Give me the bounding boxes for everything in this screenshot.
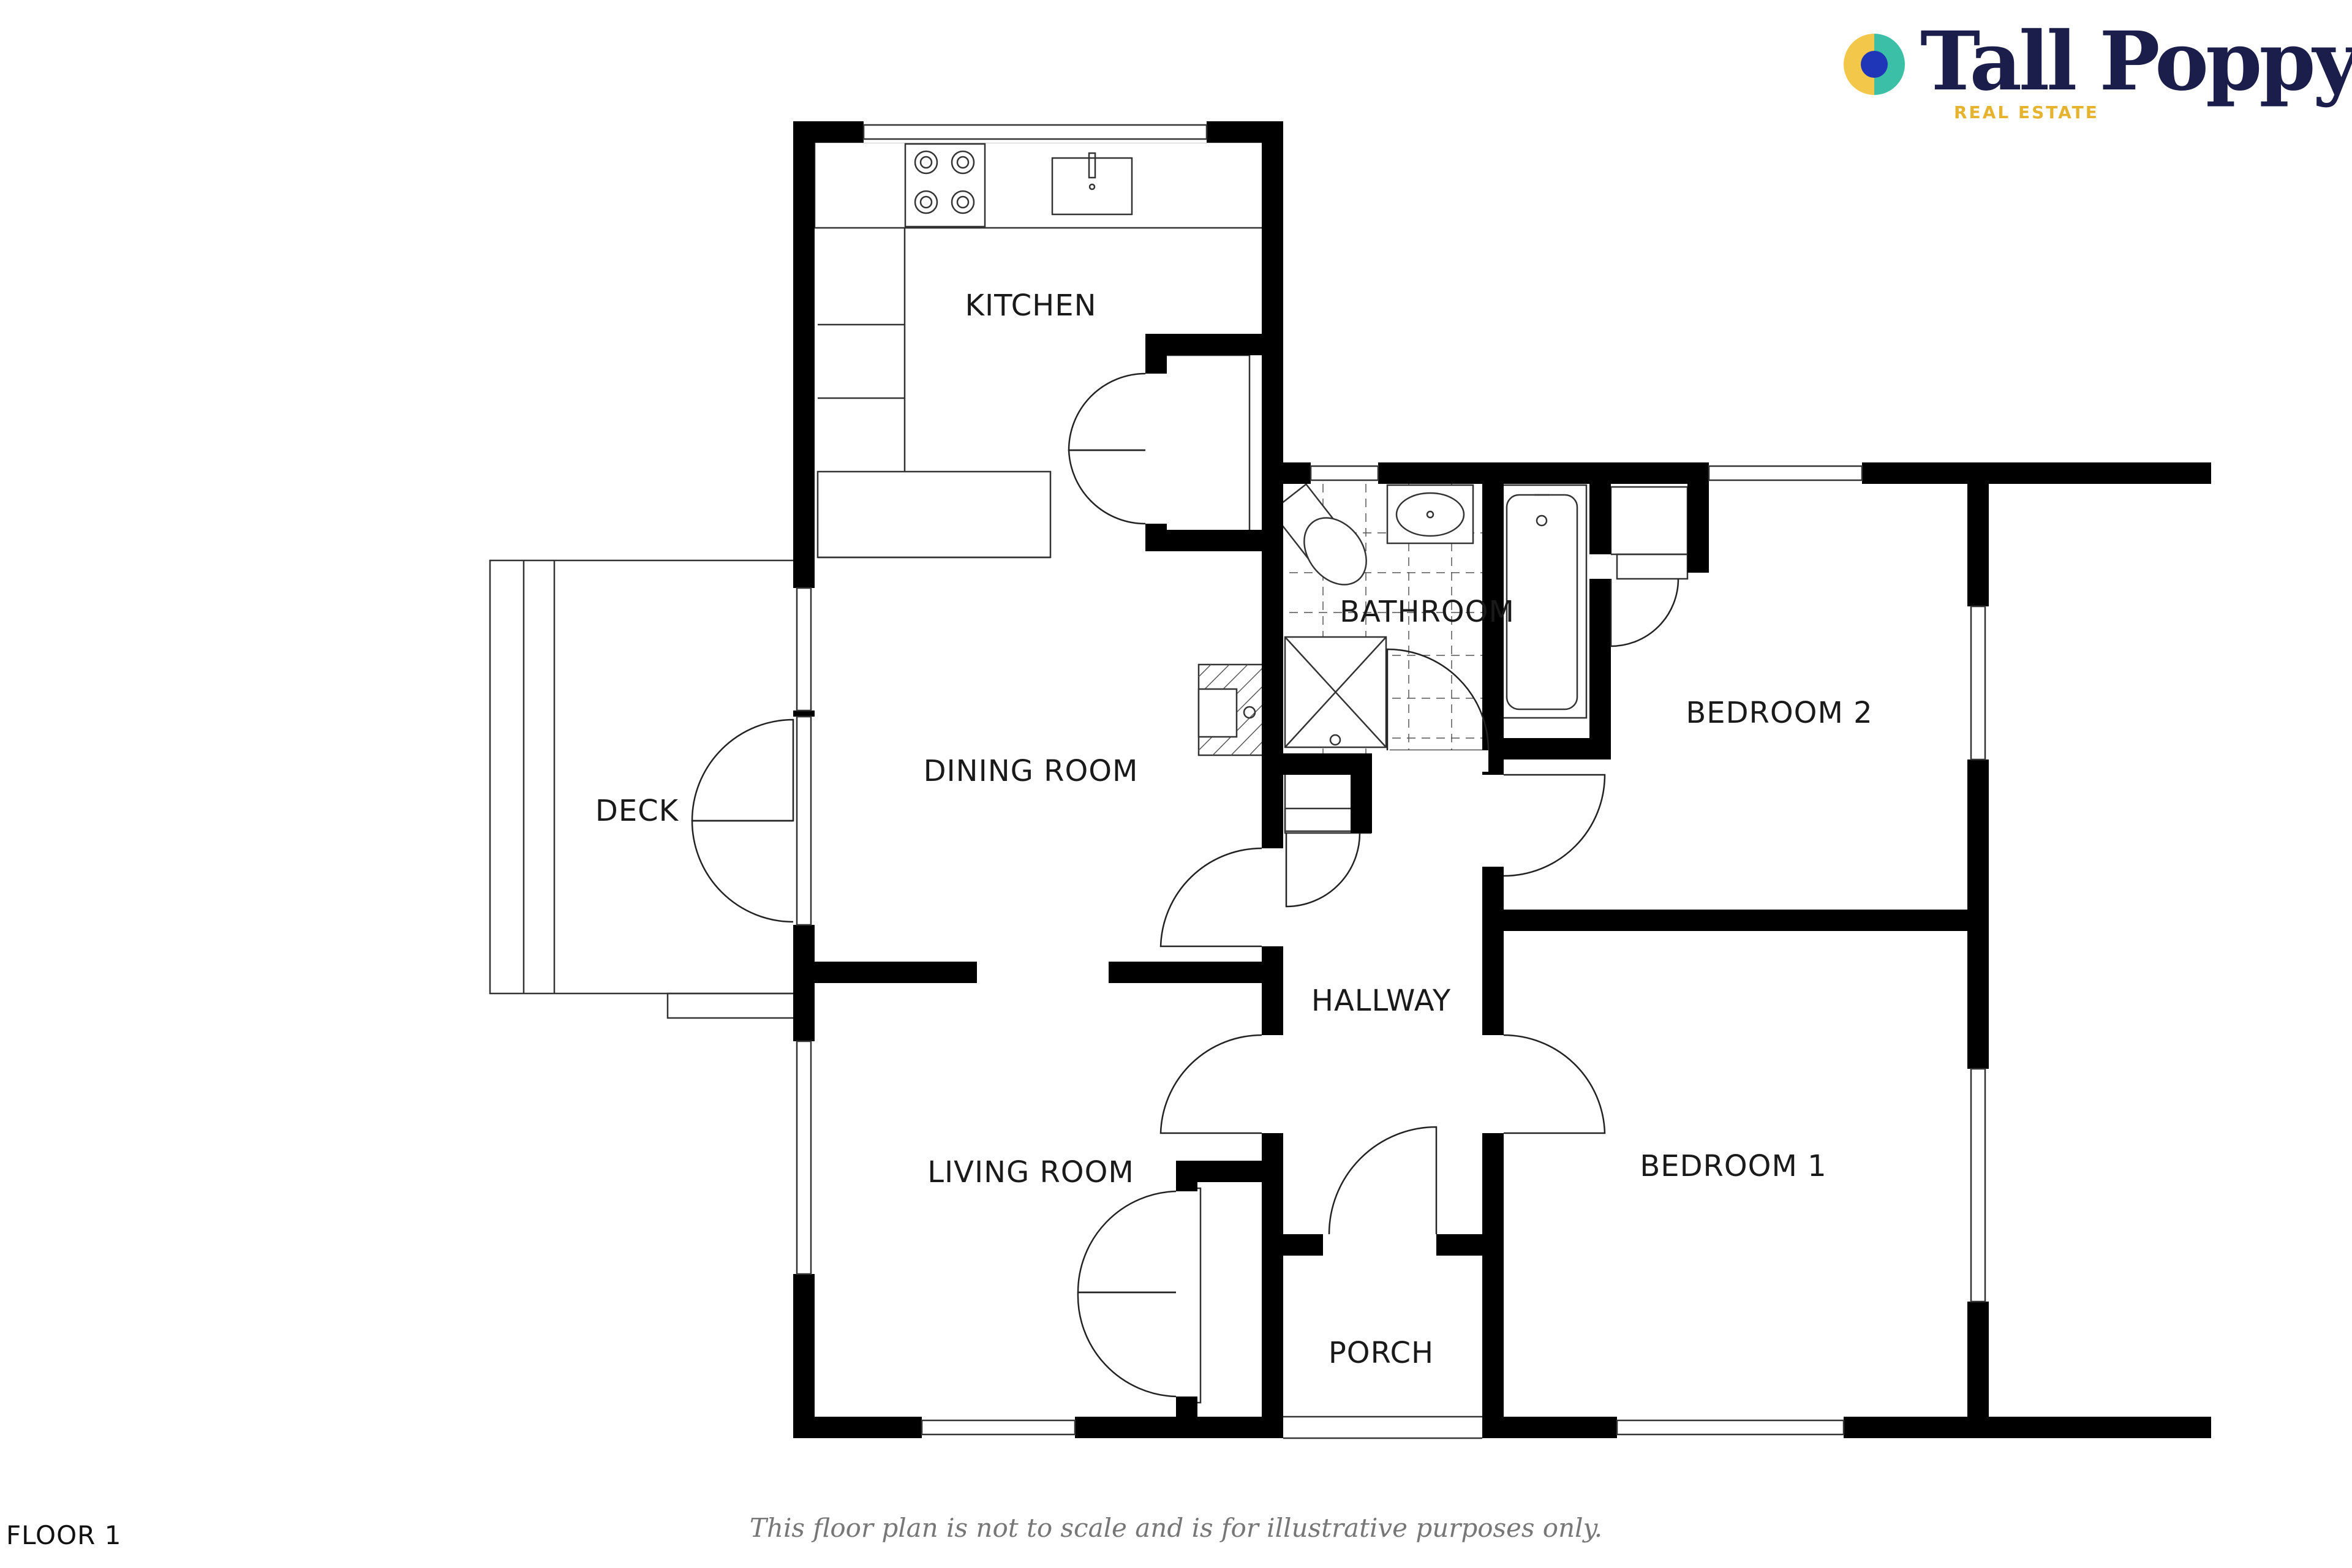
room-label-deck: DECK [595,794,679,828]
door-swings [691,372,1679,1398]
shower-icon [1284,636,1387,748]
hallway-cupboard [1284,772,1360,832]
room-label-porch: PORCH [1329,1336,1434,1370]
room-label-bathroom: BATHROOM [1340,595,1515,629]
room-label-bedroom-1: BEDROOM 1 [1640,1149,1826,1183]
kitchen-sink-icon [1051,157,1133,216]
window-openings [793,121,1989,1439]
kitchen-pantry [1163,354,1251,534]
brand-name: Tall Poppy [1920,14,2352,109]
floor-plan-fixtures [489,141,1689,1436]
room-label-hallway: HALLWAY [1311,984,1451,1018]
stove-icon [904,143,986,228]
bathroom-basin-icon [1386,484,1474,545]
poppy-circle-icon [1844,34,1905,95]
deck-outline [489,559,801,995]
bathtub-icon [1496,484,1588,719]
room-label-kitchen: KITCHEN [965,288,1097,323]
toilet-icon [1270,483,1367,586]
bedroom-2-wardrobe [1610,486,1689,556]
brand-tagline: REAL ESTATE [1954,102,2099,123]
kitchen-counter [813,141,1269,229]
floor-label: FLOOR 1 [6,1520,122,1550]
brand-logo: Tall Poppy REAL ESTATE [1844,18,2352,153]
room-labels: KITCHEN DINING ROOM DECK BATHROOM BEDROO… [595,288,1872,1370]
kitchen-island [816,470,1052,559]
room-label-bedroom-2: BEDROOM 2 [1686,696,1872,730]
room-label-dining-room: DINING ROOM [924,754,1139,788]
disclaimer: This floor plan is not to scale and is f… [749,1513,1603,1543]
room-label-living-room: LIVING ROOM [927,1155,1134,1189]
deck-step [666,992,801,1019]
